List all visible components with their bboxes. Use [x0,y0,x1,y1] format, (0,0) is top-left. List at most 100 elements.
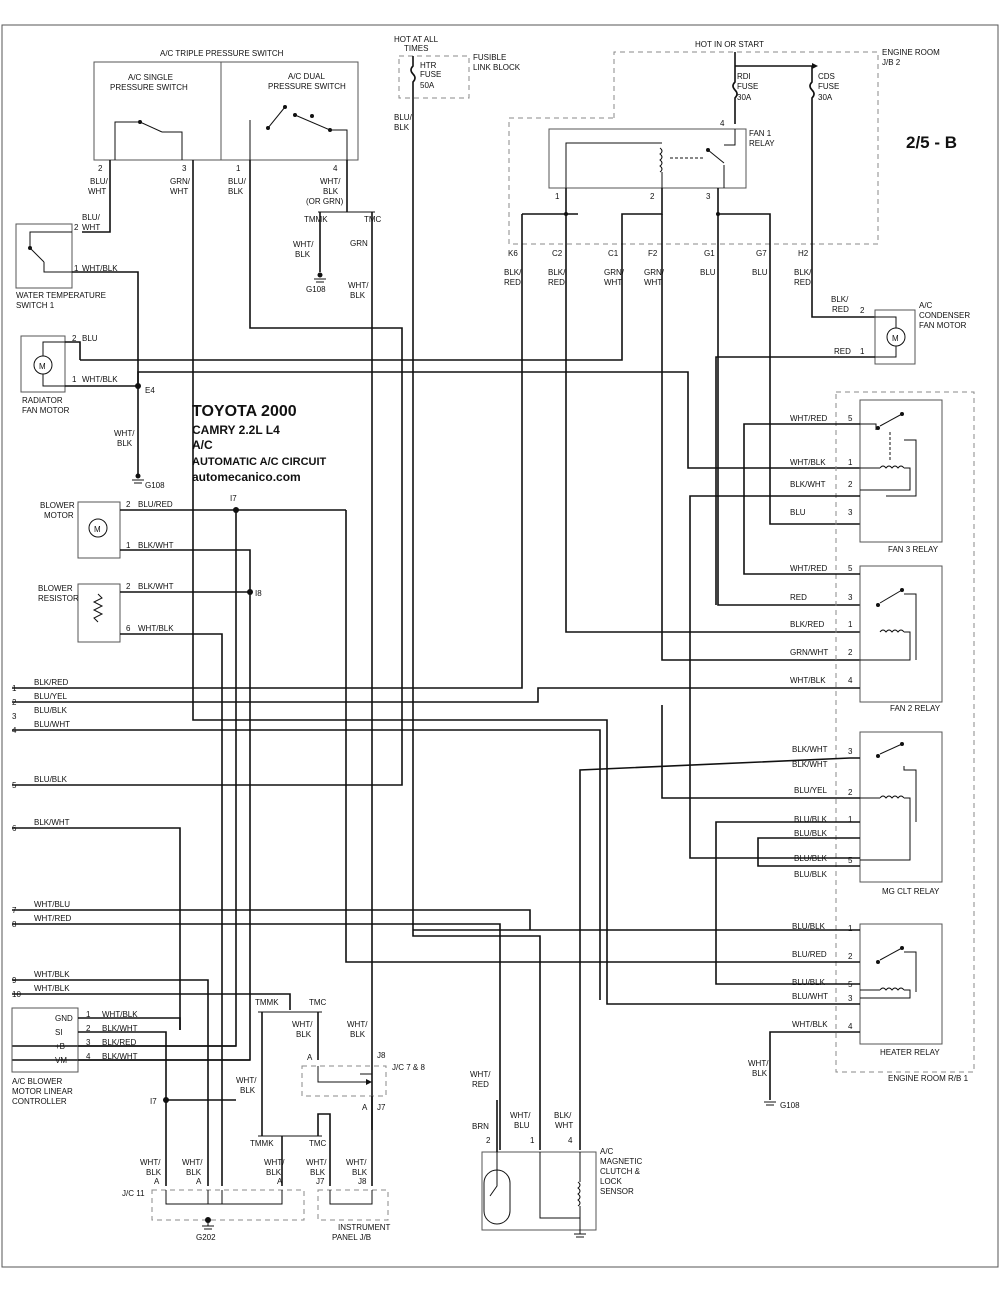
heater-pin-wire: BLU/BLK [792,922,826,931]
controller-pin-wire: BLK/RED [102,1038,136,1047]
svg-text:1: 1 [74,264,79,273]
svg-text:FAN MOTOR: FAN MOTOR [22,406,70,415]
svg-text:WHT/: WHT/ [348,281,369,290]
svg-text:J/B 2: J/B 2 [882,58,901,67]
svg-text:J8: J8 [358,1177,367,1186]
jb2-terminal-label: H2 [798,249,809,258]
circuit-number: 3 [12,712,17,721]
svg-text:WHT: WHT [555,1121,573,1130]
svg-text:GRN/: GRN/ [170,177,191,186]
svg-text:TMC: TMC [364,215,382,224]
svg-text:WHT/: WHT/ [140,1158,161,1167]
fan3-relay [859,399,943,543]
svg-text:RESISTOR: RESISTOR [38,594,79,603]
svg-text:SENSOR: SENSOR [600,1187,634,1196]
triple-switch-box [93,61,359,161]
svg-text:BLK: BLK [323,187,339,196]
svg-text:J7: J7 [316,1177,325,1186]
fan1-relay [548,128,747,189]
svg-text:BLK: BLK [186,1168,202,1177]
svg-text:CDS: CDS [818,72,835,81]
condenser-fan-motor [874,309,916,365]
mgclt-pin-wire: BLK/WHT [792,760,828,769]
svg-text:BLOWER: BLOWER [40,501,75,510]
circuit-number: 2 [12,698,17,707]
jb2-wire-label: WHT [644,278,662,287]
svg-text:J8: J8 [377,1051,386,1060]
svg-text:6: 6 [126,624,131,633]
svg-text:BLK: BLK [117,439,133,448]
dual-switch-symbol [249,105,348,160]
jb2-wire-label: GRN/ [644,268,665,277]
controller-pin-number: 4 [86,1052,91,1061]
svg-text:HTR: HTR [420,61,437,70]
fan2-pin-number: 3 [848,593,853,602]
jb2-wire-label: RED [504,278,521,287]
svg-text:(OR GRN): (OR GRN) [306,197,344,206]
fan2-pin-wire: GRN/WHT [790,648,828,657]
heater-pin-wire: BLU/BLK [792,978,826,987]
circuit-wire-label: BLU/YEL [34,692,67,701]
circuit-wire-label: BLU/WHT [34,720,70,729]
svg-text:BLK/: BLK/ [831,295,849,304]
svg-text:RELAY: RELAY [749,139,775,148]
circuit-wire-label: BLK/RED [34,678,68,687]
svg-text:1: 1 [860,347,865,356]
svg-text:TMMK: TMMK [250,1139,274,1148]
svg-text:M: M [94,525,101,534]
svg-text:1: 1 [530,1136,535,1145]
svg-text:WHT/: WHT/ [470,1070,491,1079]
ground-symbol [132,473,144,484]
mgclt-pin-wire: BLU/BLK [794,870,828,879]
single-switch-symbol [114,120,183,160]
controller-pin-name: VM [55,1056,67,1065]
jb2-wire-label: BLK/ [794,268,812,277]
diagram-border [1,24,999,1268]
svg-text:WHT/: WHT/ [347,1020,368,1029]
svg-text:WHT: WHT [82,223,100,232]
svg-text:1: 1 [126,541,131,550]
svg-text:RED: RED [472,1080,489,1089]
svg-text:BLK: BLK [352,1168,368,1177]
fan2-pin-number: 5 [848,564,853,573]
circuit-wire-label: WHT/BLK [34,970,70,979]
svg-text:3: 3 [706,192,711,201]
svg-text:BLK: BLK [266,1168,282,1177]
jb2-terminal-label: F2 [648,249,658,258]
magnetic-clutch [481,1151,597,1231]
svg-text:RDI: RDI [737,72,751,81]
svg-text:WHT/: WHT/ [264,1158,285,1167]
controller-pin-name: +B [55,1042,65,1051]
svg-text:BLU: BLU [514,1121,530,1130]
heater-pin-number: 4 [848,1022,853,1031]
svg-text:BLU: BLU [82,334,98,343]
jb2-terminal-label: C2 [552,249,563,258]
mgclt-pin-number: 2 [848,788,853,797]
svg-text:I7: I7 [150,1097,157,1106]
fan3-pin-wire: WHT/RED [790,414,828,423]
controller-pin-name: SI [55,1028,63,1037]
svg-text:WHT/: WHT/ [293,240,314,249]
svg-text:MAGNETIC: MAGNETIC [600,1157,642,1166]
svg-text:BLOWER: BLOWER [38,584,73,593]
circuit-wire-label: BLK/WHT [34,818,70,827]
svg-text:1: 1 [236,164,241,173]
jb2-wire-label: WHT [604,278,622,287]
circuit-number: 1 [12,684,17,693]
controller-pin-wire: WHT/BLK [102,1010,138,1019]
svg-text:2: 2 [860,306,865,315]
svg-text:MOTOR: MOTOR [44,511,74,520]
ground-g108-top: G108 [306,285,326,294]
svg-text:A: A [277,1177,283,1186]
circuit-wire-label: WHT/RED [34,914,72,923]
svg-text:CONDENSER: CONDENSER [919,311,970,320]
svg-text:A: A [154,1177,160,1186]
fan3-pin-wire: BLU [790,508,806,517]
rdi-fuse-symbol [732,66,738,124]
svg-text:M: M [892,334,899,343]
svg-text:BLK/: BLK/ [554,1111,572,1120]
svg-text:4: 4 [720,119,725,128]
blower-resistor [77,583,121,643]
controller-pin-number: 1 [86,1010,91,1019]
jb2-wire-label: BLK/ [548,268,566,277]
